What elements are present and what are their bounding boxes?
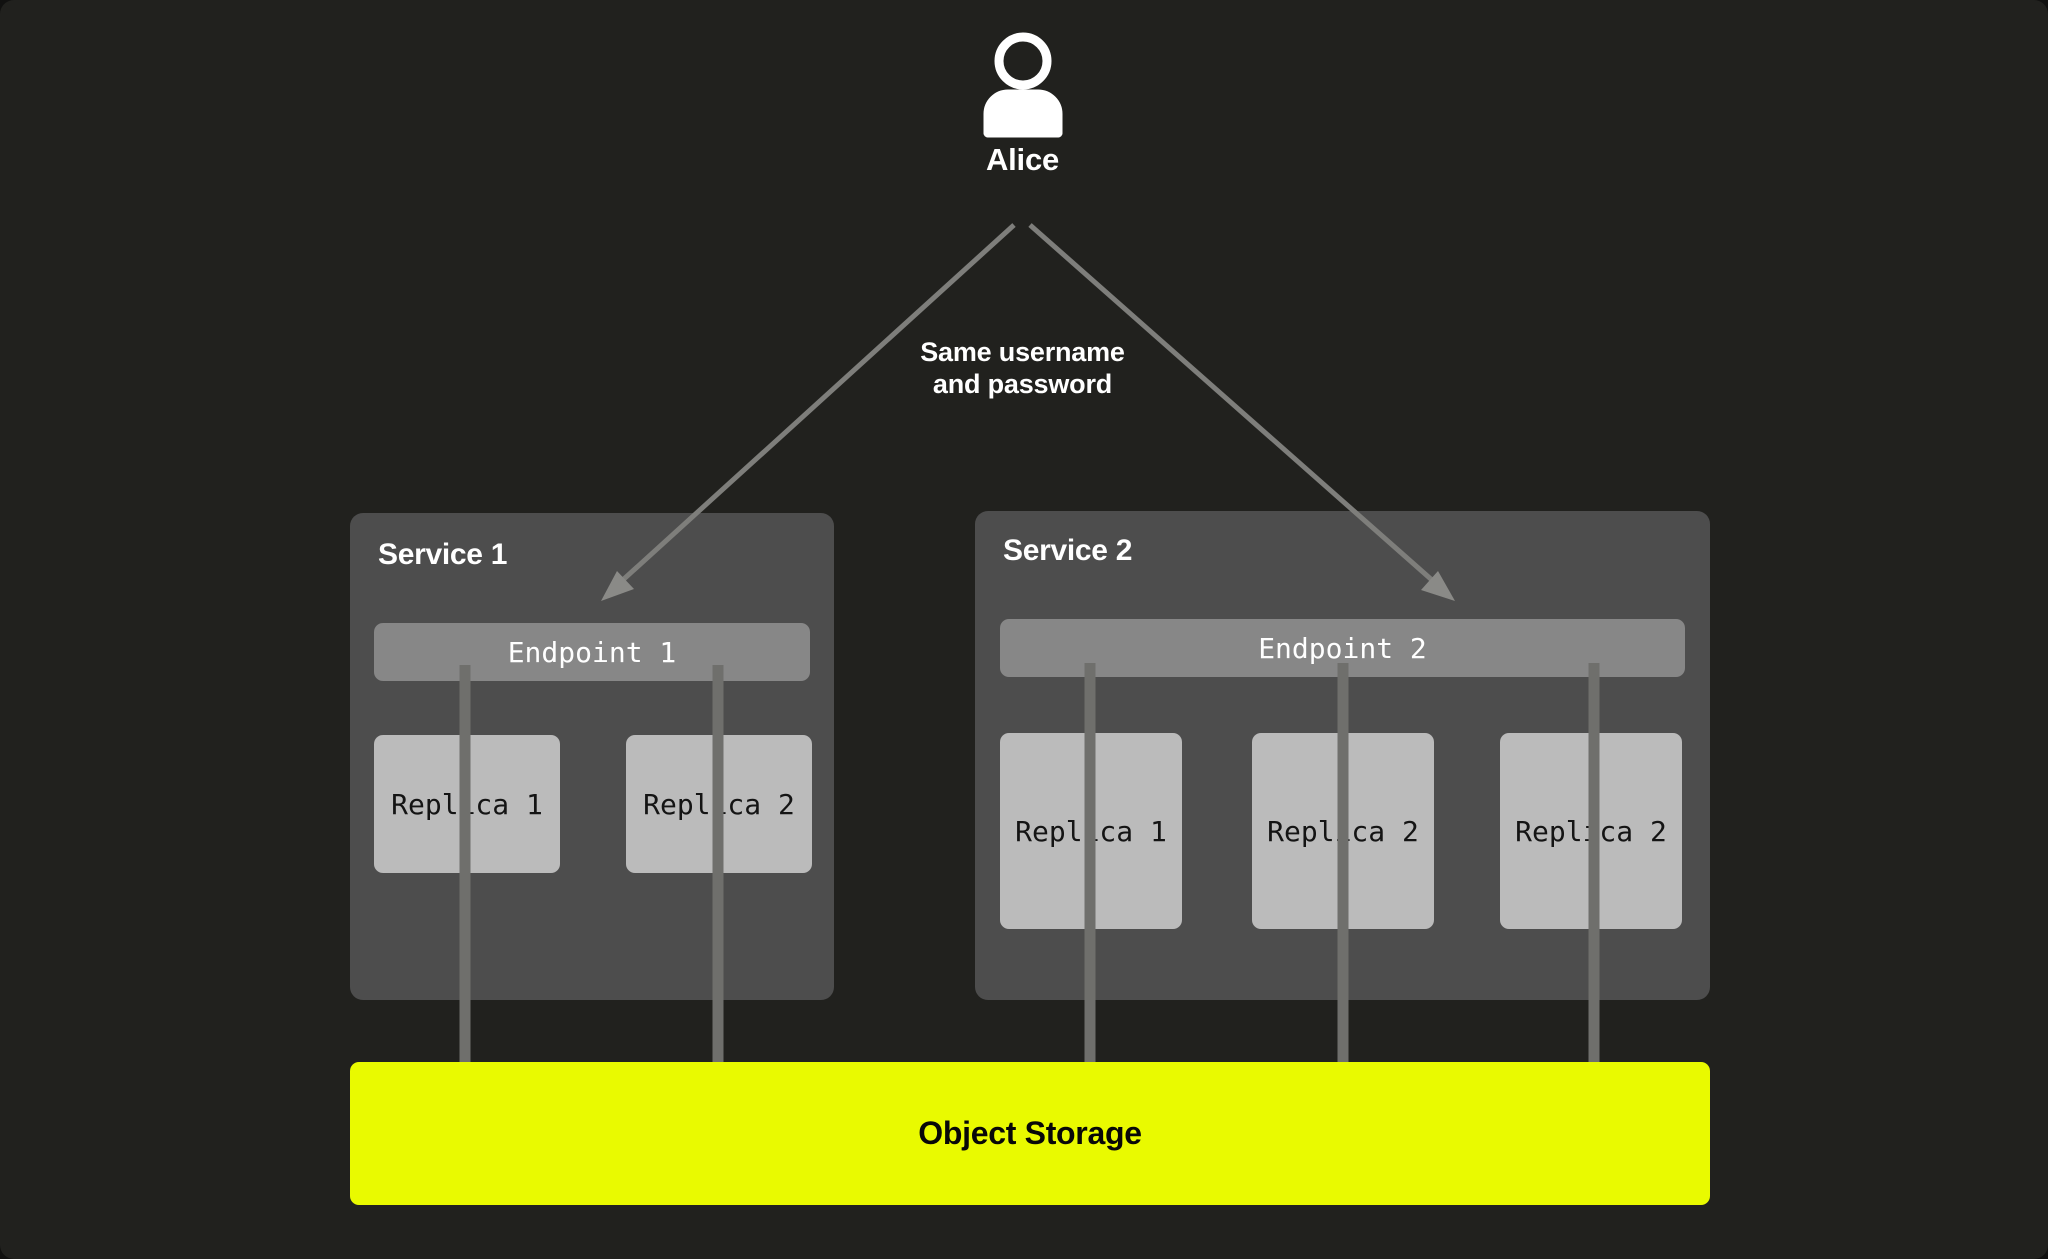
service-1-title: Service 1: [378, 538, 508, 571]
service-2-replica-2[interactable]: Replica 2: [1252, 733, 1434, 929]
endpoint-2[interactable]: Endpoint 2: [1000, 619, 1685, 677]
service-2-replica-3[interactable]: Replica 2: [1500, 733, 1682, 929]
service-1-replica-1[interactable]: Replica 1: [374, 735, 560, 873]
service-1-replica-2[interactable]: Replica 2: [626, 735, 812, 873]
edge-caption: Same username and password: [830, 337, 1215, 401]
service-2-replica-1[interactable]: Replica 1: [1000, 733, 1182, 929]
edge-caption-line-2: and password: [932, 368, 1113, 399]
object-storage-label: Object Storage: [918, 1115, 1142, 1151]
actor-label: Alice: [985, 142, 1060, 177]
person-icon: [983, 32, 1062, 138]
service-panel-1[interactable]: Service 1 Endpoint 1 Replica 1 Replica 2: [350, 513, 834, 1000]
endpoint-1[interactable]: Endpoint 1: [374, 623, 810, 681]
service-panel-2[interactable]: Service 2 Endpoint 2 Replica 1 Replica 2…: [975, 511, 1710, 1000]
object-storage-bar[interactable]: Object Storage: [350, 1062, 1710, 1205]
edge-caption-line-1: Same username: [920, 337, 1125, 367]
actor-alice[interactable]: Alice: [940, 28, 1105, 178]
service-2-title: Service 2: [1003, 534, 1133, 567]
